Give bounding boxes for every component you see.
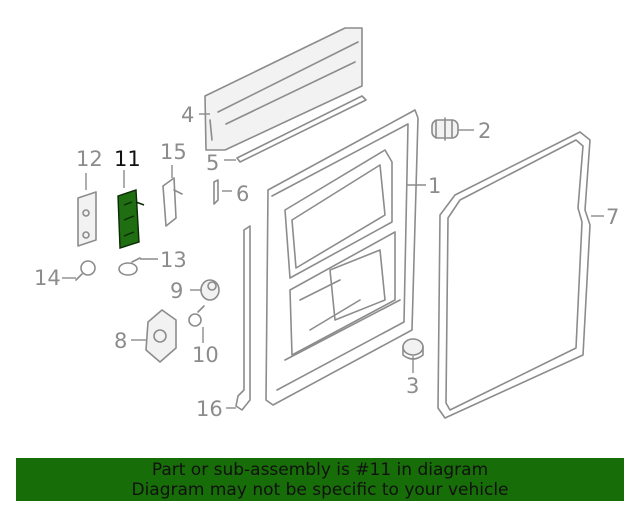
part-1-door-shell <box>265 109 419 406</box>
callout-11: 11 <box>114 147 141 171</box>
part-13-bolt <box>118 257 141 276</box>
callout-9: 9 <box>170 279 183 303</box>
part-8-plate <box>145 309 177 363</box>
callout-8: 8 <box>114 329 127 353</box>
part-15-bracket <box>162 177 183 227</box>
callout-10: 10 <box>192 343 219 367</box>
part-9-roller <box>200 279 220 301</box>
part-6-clip <box>213 179 219 205</box>
part-5-weatherstrip <box>236 95 367 163</box>
part-3-bumper <box>402 338 424 360</box>
callout-12: 12 <box>76 147 103 171</box>
part-4-trim-panel <box>204 27 363 151</box>
callout-2: 2 <box>478 119 491 143</box>
callout-15: 15 <box>160 140 187 164</box>
callout-3: 3 <box>406 374 419 398</box>
callout-5: 5 <box>206 151 219 175</box>
callout-1: 1 <box>428 174 441 198</box>
part-2-bumper <box>431 117 459 141</box>
callout-4: 4 <box>181 103 194 127</box>
part-16-rail <box>235 225 251 411</box>
part-11-bracket <box>117 189 145 249</box>
part-14-bolt <box>75 260 96 281</box>
part-7-door-seal <box>437 131 591 419</box>
callout-13: 13 <box>160 248 187 272</box>
info-banner: Part or sub-assembly is #11 in diagram D… <box>16 458 624 501</box>
callout-6: 6 <box>236 182 249 206</box>
callout-14: 14 <box>34 266 61 290</box>
banner-line-2: Diagram may not be specific to your vehi… <box>131 480 509 500</box>
callout-labels: 4 5 6 1 2 7 3 12 11 15 14 13 9 8 10 16 <box>34 103 619 421</box>
part-10-bolt <box>188 305 205 327</box>
part-12-hinge <box>77 191 97 247</box>
callout-7: 7 <box>606 205 619 229</box>
callout-16: 16 <box>196 397 223 421</box>
parts-diagram: 4 5 6 1 2 7 3 12 11 15 14 13 9 8 10 16 <box>34 27 619 421</box>
leader-lines <box>62 113 604 409</box>
banner-line-1: Part or sub-assembly is #11 in diagram <box>151 460 489 480</box>
